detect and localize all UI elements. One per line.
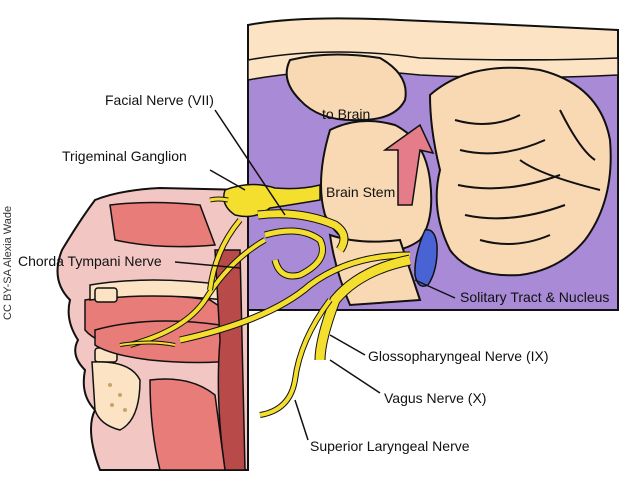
label-glossopharyngeal: Glossopharyngeal Nerve (IX) bbox=[368, 348, 549, 364]
label-superior-laryngeal: Superior Laryngeal Nerve bbox=[310, 438, 470, 454]
upward-arrow bbox=[382, 123, 435, 206]
label-facial-nerve: Facial Nerve (VII) bbox=[105, 92, 214, 108]
label-to-brain: to Brain bbox=[322, 106, 371, 122]
cerebrum bbox=[285, 53, 407, 122]
label-vagus: Vagus Nerve (X) bbox=[384, 390, 487, 406]
leader-lines bbox=[174, 109, 456, 441]
nasal-cavity bbox=[109, 201, 217, 248]
larynx bbox=[149, 378, 226, 471]
nerves bbox=[119, 183, 412, 418]
jaw-bone bbox=[91, 361, 141, 431]
label-brain-stem: Brain Stem bbox=[326, 184, 396, 200]
label-chorda-tympani: Chorda Tympani Nerve bbox=[18, 253, 162, 269]
solitary-nucleus-shape bbox=[414, 229, 438, 287]
bone-dots bbox=[108, 383, 127, 412]
skull-bone bbox=[247, 17, 619, 61]
cerebellum-folds bbox=[454, 109, 601, 245]
credit-text: CC BY-SA Alexia Wade bbox=[2, 205, 14, 320]
label-solitary-tract: Solitary Tract & Nucleus bbox=[460, 289, 610, 305]
upper-teeth bbox=[94, 287, 118, 303]
trigeminal-ganglion-shape bbox=[223, 183, 321, 218]
label-trigeminal-ganglion: Trigeminal Ganglion bbox=[62, 148, 187, 164]
